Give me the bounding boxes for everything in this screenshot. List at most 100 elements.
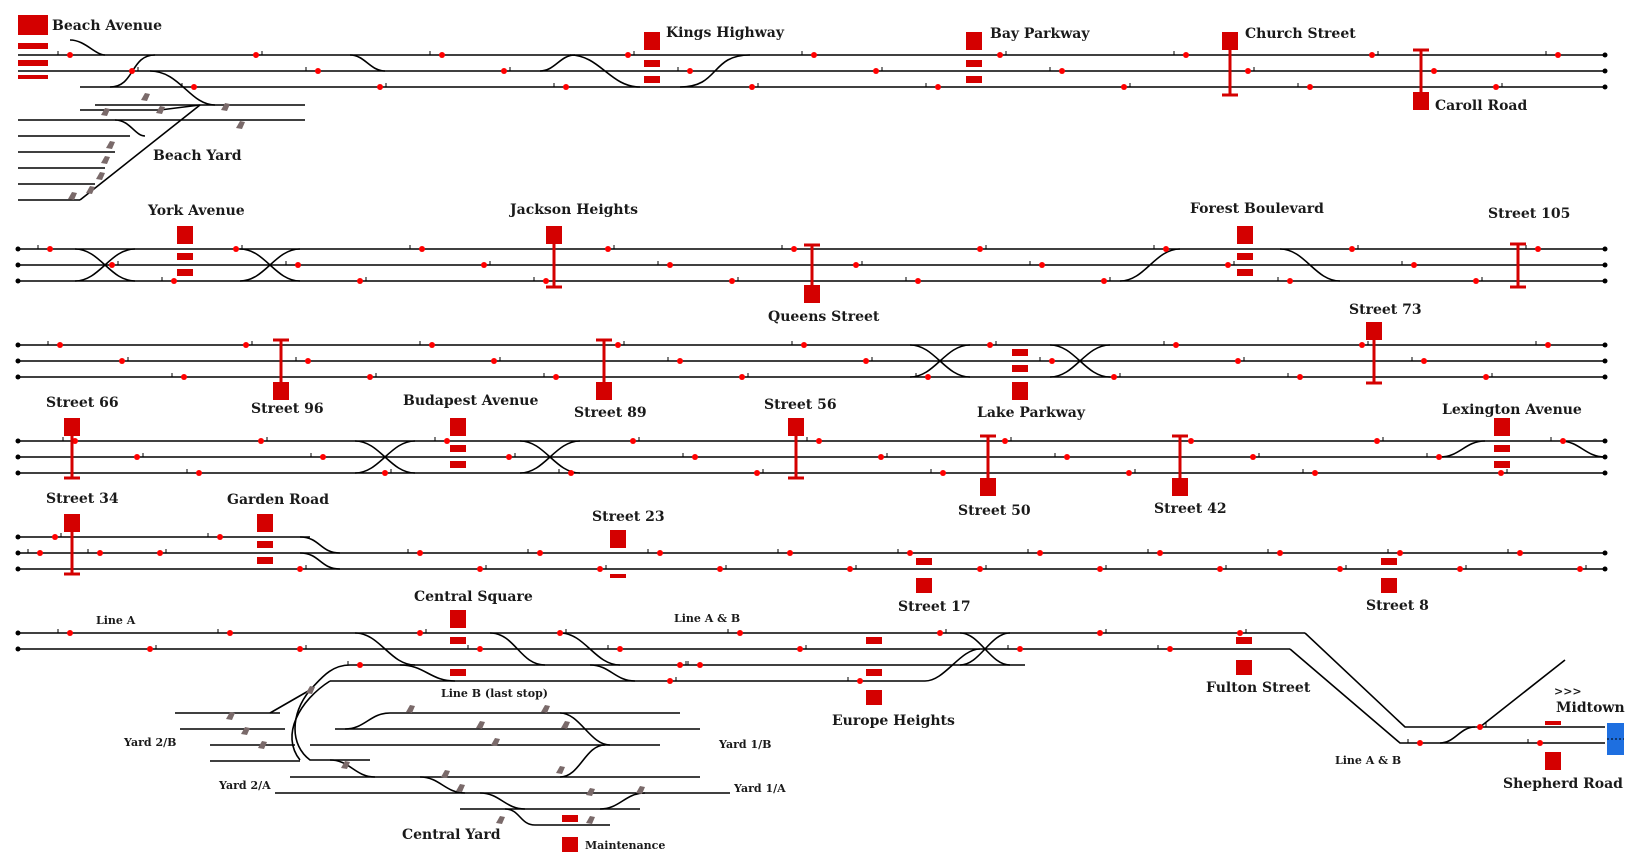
signal bbox=[1374, 437, 1389, 444]
midtown-portal bbox=[1607, 723, 1624, 755]
points-marker bbox=[456, 784, 465, 792]
signal bbox=[533, 277, 549, 284]
signal bbox=[467, 645, 483, 652]
signal bbox=[527, 549, 543, 556]
signal bbox=[1054, 453, 1070, 460]
points-marker bbox=[141, 93, 150, 101]
signal bbox=[1039, 357, 1055, 364]
signal bbox=[1457, 565, 1472, 572]
points-marker bbox=[636, 786, 645, 794]
signal bbox=[657, 261, 673, 268]
signal bbox=[129, 67, 144, 74]
signal bbox=[1473, 277, 1488, 284]
points-marker bbox=[561, 721, 570, 729]
signal bbox=[407, 549, 423, 556]
signal bbox=[1097, 629, 1112, 636]
points-marker bbox=[101, 156, 110, 164]
signal bbox=[181, 83, 197, 90]
signal bbox=[481, 261, 496, 268]
signal bbox=[781, 245, 797, 252]
signal bbox=[1173, 51, 1189, 58]
signal bbox=[217, 629, 233, 636]
label-beach-yard: Beach Yard bbox=[153, 148, 242, 164]
signal bbox=[109, 261, 124, 268]
signal bbox=[797, 645, 812, 652]
signal bbox=[1535, 341, 1551, 348]
row-2-track-ends bbox=[15, 246, 1608, 284]
points-marker bbox=[541, 705, 550, 713]
label-line-b-last-stop: Line B (last stop) bbox=[441, 687, 548, 700]
signal bbox=[915, 373, 931, 380]
label-street-96: Street 96 bbox=[251, 401, 324, 417]
signal bbox=[1359, 341, 1374, 348]
label-yard-1b: Yard 1/B bbox=[718, 738, 771, 751]
signal bbox=[1498, 469, 1513, 476]
signal bbox=[754, 469, 769, 476]
signal bbox=[801, 51, 817, 58]
signal bbox=[1153, 245, 1169, 252]
signal bbox=[1550, 437, 1566, 444]
signal bbox=[1493, 83, 1508, 90]
label-line-a: Line A bbox=[96, 614, 136, 627]
label-street-50: Street 50 bbox=[958, 503, 1031, 519]
signal bbox=[905, 277, 921, 284]
label-street-89: Street 89 bbox=[574, 405, 647, 421]
signal bbox=[409, 245, 425, 252]
midtown-arrow: >>> bbox=[1554, 685, 1582, 698]
signal bbox=[186, 469, 202, 476]
points-markers bbox=[68, 93, 645, 824]
signal bbox=[1297, 83, 1313, 90]
signal bbox=[1545, 51, 1561, 58]
points-marker bbox=[586, 788, 595, 796]
signal bbox=[1097, 565, 1112, 572]
signal bbox=[1401, 261, 1417, 268]
signal bbox=[1237, 629, 1252, 636]
label-street-42: Street 42 bbox=[1154, 501, 1227, 517]
signal bbox=[1126, 469, 1141, 476]
signal bbox=[727, 629, 743, 636]
points-marker bbox=[306, 686, 315, 694]
label-yard-2b: Yard 2/B bbox=[123, 736, 176, 749]
points-marker bbox=[86, 186, 95, 194]
signal bbox=[1157, 645, 1173, 652]
signal bbox=[295, 357, 311, 364]
row-4-tracks bbox=[18, 440, 1606, 474]
points-marker bbox=[586, 816, 595, 824]
signal bbox=[87, 549, 103, 556]
signal bbox=[1250, 453, 1265, 460]
signal bbox=[739, 373, 754, 380]
signal bbox=[258, 437, 273, 444]
points-marker bbox=[221, 103, 230, 111]
signal bbox=[749, 83, 764, 90]
label-queens-street: Queens Street bbox=[768, 309, 880, 325]
signal bbox=[625, 51, 640, 58]
signal bbox=[543, 373, 559, 380]
signal bbox=[1267, 549, 1283, 556]
signal bbox=[27, 549, 43, 556]
signal bbox=[253, 51, 268, 58]
row-5-track-ends bbox=[15, 534, 1608, 572]
signal bbox=[1426, 453, 1442, 460]
row-1-track-ends bbox=[1602, 52, 1608, 90]
signal bbox=[597, 565, 612, 572]
signal bbox=[791, 341, 807, 348]
signal bbox=[157, 549, 172, 556]
signal bbox=[477, 565, 492, 572]
signal bbox=[285, 261, 301, 268]
signal bbox=[1029, 261, 1045, 268]
label-street-34: Street 34 bbox=[46, 491, 119, 507]
signal bbox=[171, 373, 187, 380]
row-5-tracks bbox=[18, 536, 1605, 570]
points-marker bbox=[241, 727, 250, 735]
label-york-avenue: York Avenue bbox=[147, 203, 245, 219]
signal bbox=[1027, 549, 1043, 556]
label-beach-avenue: Beach Avenue bbox=[52, 18, 162, 34]
signal bbox=[1101, 277, 1116, 284]
signal bbox=[1407, 739, 1423, 746]
signal bbox=[1387, 549, 1403, 556]
points-marker bbox=[476, 721, 485, 729]
label-bay-parkway: Bay Parkway bbox=[990, 26, 1090, 42]
label-forest-boulevard: Forest Boulevard bbox=[1190, 201, 1324, 217]
signal bbox=[847, 677, 863, 684]
points-marker bbox=[341, 761, 350, 769]
